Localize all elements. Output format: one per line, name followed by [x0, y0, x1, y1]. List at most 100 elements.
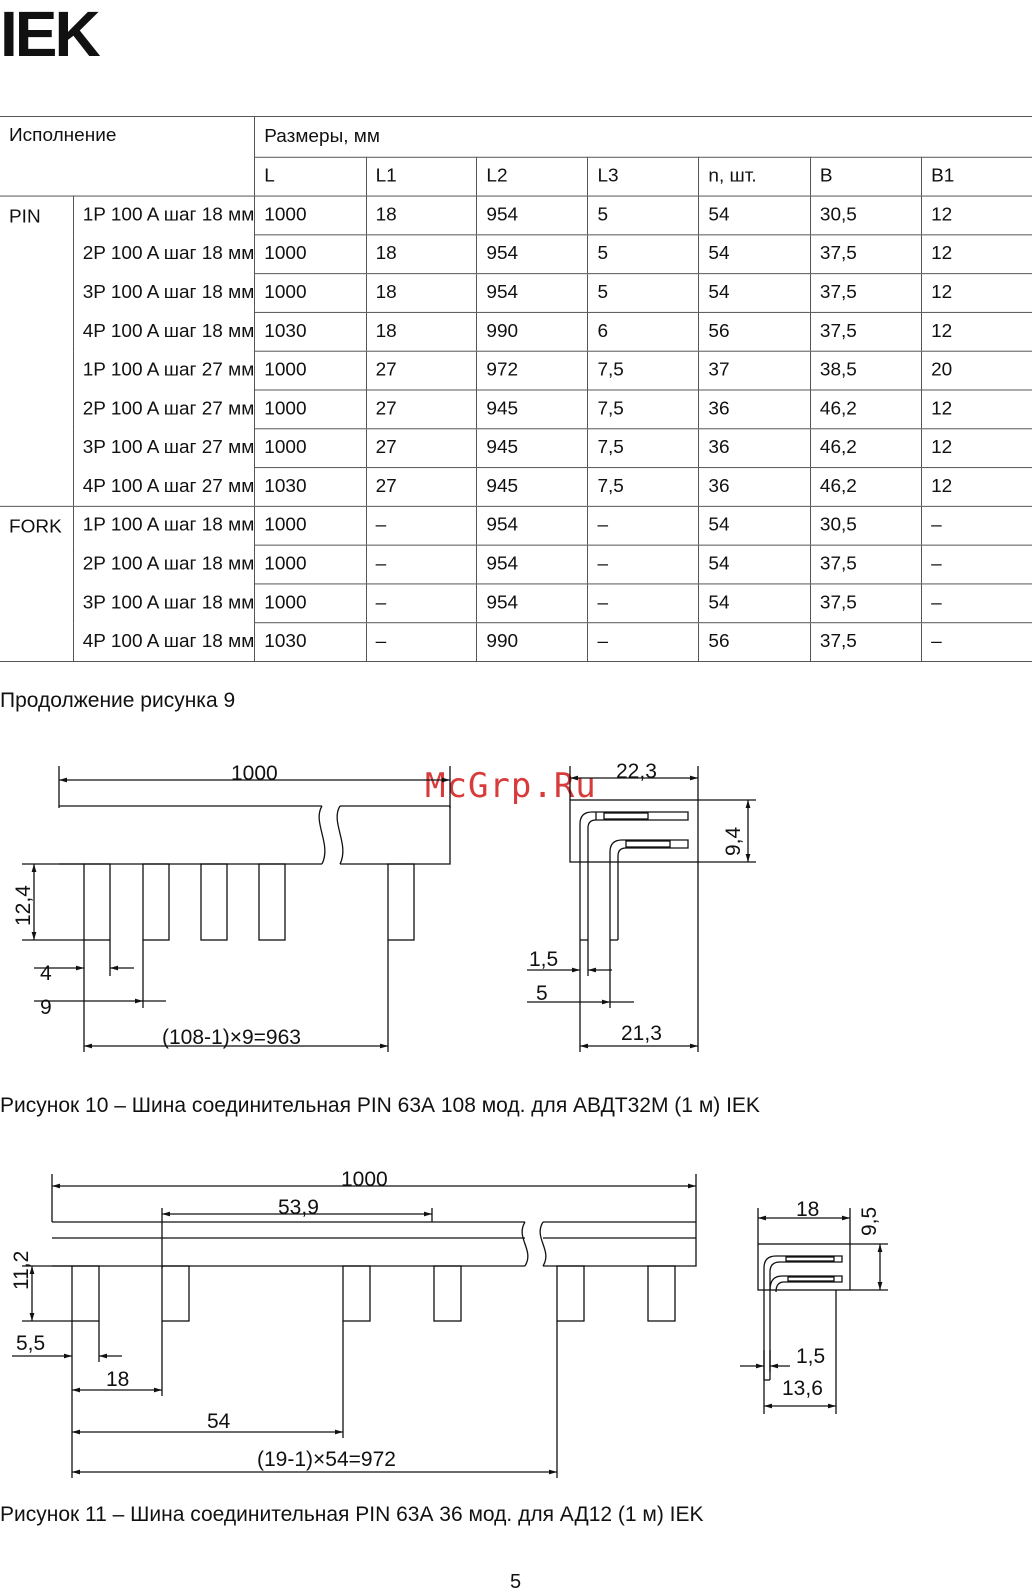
- variant-label: 1P 100 A шаг 18 мм: [72, 506, 255, 546]
- variant-label: 3P 100 A шаг 27 мм: [72, 428, 255, 468]
- table-cell: 54: [698, 273, 811, 313]
- table-cell: 954: [476, 273, 588, 313]
- table-cell: 12: [921, 312, 1032, 352]
- variant-label: 4P 100 A шаг 18 мм: [72, 312, 255, 352]
- table-cell: 5: [587, 273, 699, 313]
- table-cell: –: [587, 506, 699, 546]
- table-cell: 1000: [254, 545, 367, 585]
- figure11-side-view: [740, 1208, 888, 1414]
- table-cell: –: [365, 583, 477, 624]
- table-cell: 945: [476, 467, 588, 507]
- table-cell: –: [365, 506, 477, 546]
- table-cell: 46,2: [809, 389, 922, 430]
- variant-label: 1P 100 A шаг 18 мм: [72, 196, 255, 235]
- fig11-dim-total-pitch: (19-1)×54=972: [257, 1448, 396, 1471]
- table-cell: 18: [365, 234, 477, 275]
- fig11-dim-pitch-3: 54: [207, 1410, 231, 1433]
- figure10-front-view: [22, 766, 451, 1052]
- table-cell: 18: [365, 312, 477, 352]
- table-cell: 30,5: [809, 506, 922, 546]
- table-cell: 1000: [254, 196, 367, 236]
- table-cell: 954: [476, 583, 588, 624]
- figure11-caption: Рисунок 11 – Шина соединительная PIN 63А…: [0, 1503, 704, 1526]
- dimension-header-cell: L2: [476, 157, 588, 197]
- table-cell: 1000: [254, 351, 367, 391]
- table-cell: 18: [365, 196, 477, 236]
- table-cell: 1000: [254, 428, 367, 469]
- fig10-dim-offset: 5: [536, 982, 548, 1005]
- table-cell: 46,2: [809, 428, 922, 469]
- table-cell: –: [365, 545, 477, 585]
- table-cell: 1000: [254, 506, 367, 546]
- table-cell: 12: [921, 234, 1032, 275]
- fig11-dim-base: 13,6: [782, 1377, 823, 1400]
- fig10-dim-base: 21,3: [621, 1022, 662, 1045]
- table-cell: –: [921, 622, 1032, 663]
- watermark: McGrp.Ru: [425, 766, 597, 806]
- fig10-dim-pin-width: 4: [40, 962, 52, 985]
- table-cell: 12: [921, 196, 1032, 236]
- table-cell: 27: [365, 389, 477, 430]
- figure11-front-view: [12, 1174, 697, 1478]
- variant-label: 3P 100 A шаг 18 мм: [72, 583, 255, 623]
- fig11-dim-length: 1000: [341, 1168, 388, 1191]
- table-cell: 954: [476, 234, 588, 275]
- fig11-dim-first-offset: 53,9: [278, 1196, 319, 1219]
- header-variant: Исполнение: [0, 116, 255, 197]
- table-cell: 954: [476, 545, 588, 585]
- dimension-header-cell: L: [254, 157, 367, 197]
- fig10-dim-total-pitch: (108-1)×9=963: [162, 1026, 301, 1049]
- table-cell: 954: [476, 506, 588, 546]
- table-cell: 56: [698, 312, 811, 352]
- fig11-dim-height-side: 9,5: [858, 1207, 881, 1236]
- variant-label: 2P 100 A шаг 18 мм: [72, 545, 255, 584]
- table-cell: 54: [698, 506, 811, 546]
- table-cell: –: [587, 622, 699, 663]
- table-cell: 7,5: [587, 351, 699, 391]
- table-cell: –: [921, 545, 1032, 585]
- fig11-dim-thickness: 1,5: [796, 1345, 825, 1368]
- table-cell: 37,5: [809, 545, 922, 585]
- table-cell: –: [921, 583, 1032, 624]
- table-cell: 990: [476, 622, 588, 663]
- table-cell: 36: [698, 389, 811, 430]
- table-cell: 37,5: [809, 273, 922, 313]
- fig10-dim-height-side: 9,4: [722, 826, 745, 856]
- table-cell: –: [365, 622, 477, 663]
- table-cell: –: [587, 545, 699, 585]
- table-cell: 1000: [254, 234, 367, 275]
- figure10-side-view: [527, 766, 756, 1052]
- table-cell: 1000: [254, 583, 367, 624]
- fig11-dim-pitch: 18: [106, 1368, 129, 1391]
- fig11-dim-pin-height: 11,2: [10, 1251, 33, 1290]
- table-cell: 38,5: [809, 351, 922, 391]
- fig10-dim-length: 1000: [231, 762, 278, 785]
- table-cell: 37,5: [809, 312, 922, 352]
- table-cell: 945: [476, 428, 588, 469]
- group-name: PIN: [0, 196, 74, 507]
- table-cell: 54: [698, 196, 811, 236]
- variant-label: 4P 100 A шаг 27 мм: [72, 467, 255, 507]
- table-cell: 5: [587, 196, 699, 236]
- table-cell: 20: [921, 351, 1032, 391]
- table-cell: 7,5: [587, 389, 699, 430]
- table-cell: 36: [698, 467, 811, 507]
- header-dimensions: Размеры, мм: [254, 116, 1032, 158]
- variant-label: 2P 100 A шаг 27 мм: [72, 389, 255, 429]
- continuation-caption: Продолжение рисунка 9: [0, 689, 236, 712]
- dimension-header-cell: L1: [365, 157, 477, 197]
- dimension-header-cell: B1: [921, 157, 1032, 197]
